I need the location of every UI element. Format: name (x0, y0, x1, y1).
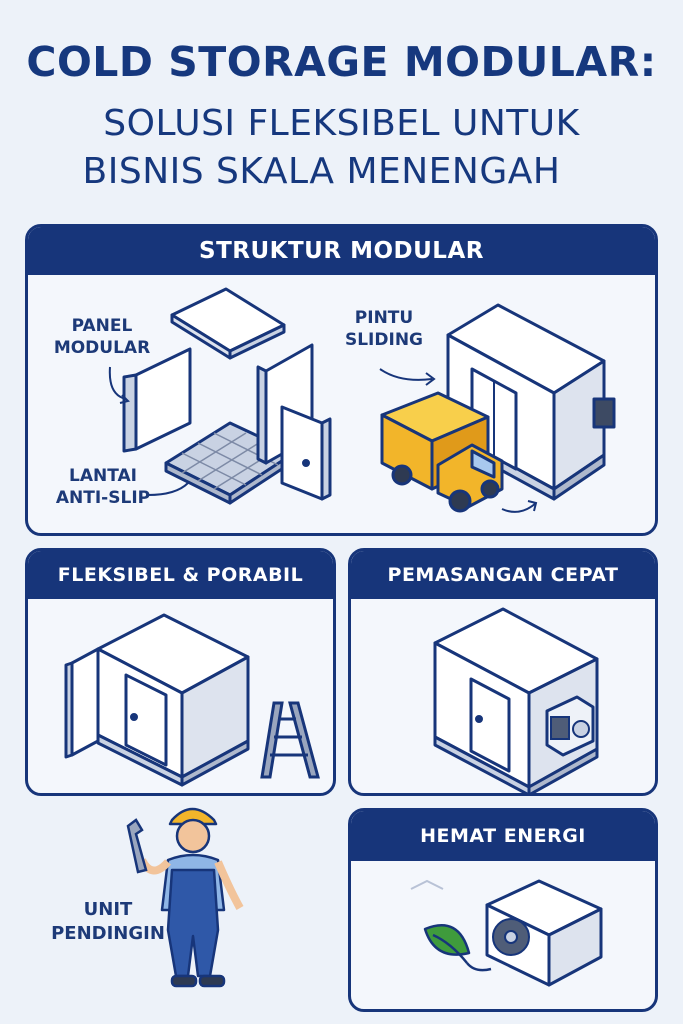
main-title-line1: COLD STORAGE MODULAR: (26, 38, 657, 86)
pemasangan-illustration (433, 607, 599, 793)
hard-hat (168, 807, 218, 826)
panel-header-struktur: STRUKTUR MODULAR (28, 227, 655, 275)
fleksibel-illustration (64, 613, 320, 787)
box-door (469, 677, 511, 773)
struktur-illustration (108, 287, 616, 513)
wrench-icon (126, 818, 148, 874)
leaf-icon (423, 924, 492, 972)
panel-hemat-energi: HEMAT ENERGI (348, 808, 658, 1012)
label-panel-modular: PANEL MODULAR (52, 315, 152, 359)
label-lantai-line1: LANTAI (69, 466, 137, 486)
panel-pemasangan-cepat: PEMASANGAN CEPAT (348, 548, 658, 796)
panel-struktur-modular: STRUKTUR MODULAR (25, 224, 658, 536)
panel-fleksibel-portabel: FLEKSIBEL & PORABIL (25, 548, 336, 796)
ladder-icon (260, 701, 320, 779)
label-unit-line2: PENDINGIN (51, 923, 165, 944)
fan-icon (492, 918, 530, 956)
fan-icon (550, 716, 590, 740)
label-lantai-line2: ANTI-SLIP (55, 488, 151, 508)
truck-icon (380, 391, 504, 513)
label-unit-line1: UNIT (83, 899, 133, 920)
label-lantai-anti-slip: LANTAI ANTI-SLIP (48, 465, 158, 509)
label-pintu-line2: SLIDING (344, 330, 424, 350)
label-pintu-sliding: PINTU SLIDING (328, 307, 440, 351)
side-unit (592, 397, 616, 429)
main-title-line3: BISNIS SKALA MENENGAH (82, 151, 561, 192)
door-panel (280, 405, 324, 501)
main-title-line2: SOLUSI FLEKSIBEL UNTUK (103, 103, 580, 144)
label-panel-line1: PANEL (71, 316, 133, 336)
label-unit-pendingin: UNIT PENDINGIN (28, 898, 188, 946)
panel-header-fleksibel: FLEKSIBEL & PORABIL (28, 551, 333, 599)
panel-header-hemat: HEMAT ENERGI (351, 811, 655, 861)
panel-header-pemasangan: PEMASANGAN CEPAT (351, 551, 655, 599)
label-pintu-line1: PINTU (354, 308, 414, 328)
worker-figure (126, 807, 244, 988)
hemat-illustration (410, 879, 603, 987)
label-panel-line2: MODULAR (53, 338, 151, 358)
box-door (124, 673, 168, 767)
wall-panel-left (134, 347, 192, 451)
